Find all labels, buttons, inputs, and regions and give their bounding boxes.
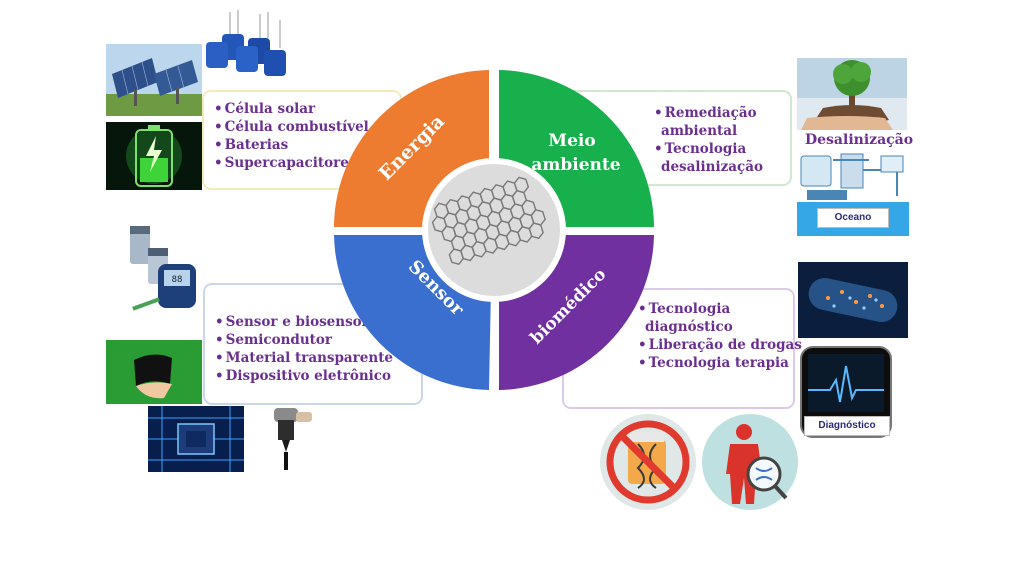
diagnostic-label: Diagnóstico [804, 416, 890, 436]
environment-label-line2: ambiente [531, 155, 620, 175]
flexible-display-icon [106, 340, 202, 404]
circuit-chip-icon [148, 406, 244, 472]
capacitor-icon [206, 10, 286, 76]
ocean-label: Oceano [817, 208, 889, 228]
no-drug-dna-icon [600, 414, 696, 510]
graphene-lattice-icon [430, 174, 548, 267]
desalination-plant-icon [797, 150, 909, 236]
ecg-monitor-icon [800, 346, 892, 438]
ink-dropper-icon [274, 408, 312, 470]
list-item: diagnóstico [645, 319, 733, 335]
list-item: •Sensor e biosensor [215, 314, 369, 330]
tree-hand-icon [797, 58, 907, 130]
environment-label-line1: Meio [548, 131, 595, 151]
battery-icon [106, 122, 202, 190]
list-item: •Célula solar [214, 101, 316, 117]
solar-panel-icon [106, 44, 202, 116]
application-ring-diagram: Energia Meio ambiente Sensor biomédico [330, 70, 660, 390]
list-item: •Dispositivo eletrônico [215, 368, 391, 384]
list-item: •Liberação de drogas [638, 337, 802, 353]
glucometer-icon: 88 [130, 226, 196, 311]
list-item: •Tecnologia [654, 141, 747, 157]
list-item: •Material transparente [215, 350, 394, 366]
list-item: ambiental [661, 123, 738, 139]
list-item: •Supercapacitores [214, 155, 357, 171]
list-item: •Remediação [654, 105, 757, 121]
list-item: •Tecnologia [638, 301, 731, 317]
capsule-icon [798, 262, 908, 338]
desalination-title: Desalinização [805, 132, 914, 148]
body-dna-icon [702, 414, 798, 510]
center-disc [428, 164, 560, 296]
list-item: •Tecnologia terapia [638, 355, 789, 371]
list-item: desalinização [661, 159, 763, 175]
list-item: •Semicondutor [215, 332, 333, 348]
list-item: •Baterias [214, 137, 289, 153]
list-item: •Célula combustível [214, 119, 369, 135]
svg-text:88: 88 [172, 275, 183, 285]
